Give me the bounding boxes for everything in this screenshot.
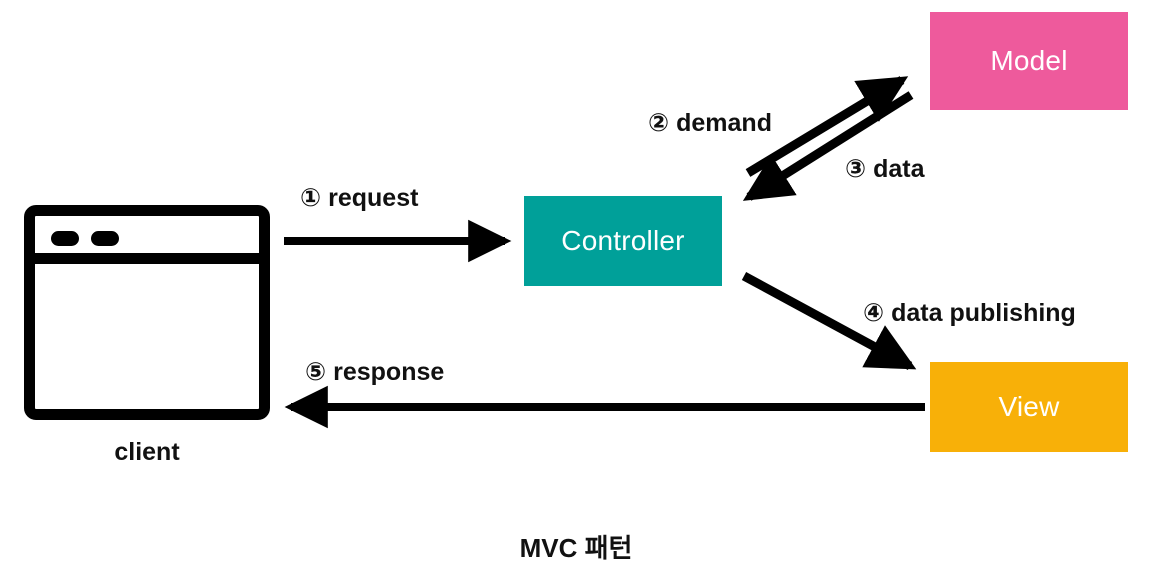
- model-node: Model: [930, 12, 1128, 110]
- client-browser-window-icon: [24, 205, 270, 420]
- controller-node: Controller: [524, 196, 722, 286]
- edge-label-request: ① request: [300, 184, 419, 212]
- edge-label-data: ③ data: [845, 155, 925, 183]
- client-node-label: client: [114, 438, 180, 466]
- diagram-caption: MVC 패턴: [519, 533, 633, 563]
- client-titlebar: [35, 216, 259, 264]
- edge-label-demand: ② demand: [648, 109, 772, 137]
- view-node-label: View: [998, 391, 1060, 422]
- client-titlebar-dot-left: [51, 231, 79, 246]
- client-titlebar-dot-right: [91, 231, 119, 246]
- model-node-label: Model: [990, 45, 1068, 76]
- edge-label-data-publishing: ④ data publishing: [863, 299, 1076, 327]
- controller-node-label: Controller: [561, 225, 685, 256]
- view-node: View: [930, 362, 1128, 452]
- edge-label-response: ⑤ response: [305, 358, 445, 386]
